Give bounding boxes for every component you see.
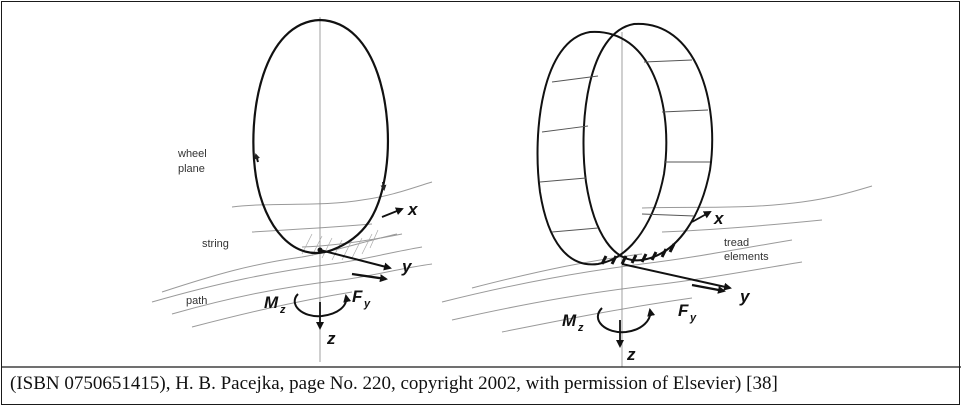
right-fy-sub: y [689, 312, 697, 324]
left-z-label: z [326, 329, 336, 348]
right-tread-hatch [540, 60, 710, 232]
right-wheel-front-ring [538, 32, 667, 265]
label-string: string [202, 238, 229, 250]
right-road-lines [442, 186, 872, 332]
left-fy-arrow [352, 274, 386, 279]
label-plane: plane [178, 163, 205, 175]
right-z-label: z [626, 345, 636, 364]
label-path: path [186, 295, 207, 307]
label-wheel: wheel [177, 148, 207, 160]
right-mz-arrow [598, 308, 650, 332]
right-panel: x y F y z M z tread elements [442, 24, 872, 367]
left-fy-sub: y [363, 298, 371, 310]
right-x-label: x [713, 209, 725, 228]
figure-caption: (ISBN 0750651415), H. B. Pacejka, page N… [10, 373, 778, 395]
left-y-label: y [401, 257, 413, 276]
left-fy-label: F [352, 287, 363, 306]
left-panel: x y F y z M z wheel plane string path [152, 17, 432, 362]
label-elements: elements [724, 251, 769, 263]
left-wheel-contour [253, 20, 388, 253]
right-mz-sub: z [577, 322, 584, 334]
right-y-arrow [622, 264, 730, 288]
right-wheel-rear-ring [584, 24, 713, 260]
label-tread: tread [724, 237, 749, 249]
right-y-label: y [739, 287, 751, 306]
left-mz-label: M [264, 293, 279, 312]
right-mz-label: M [562, 311, 577, 330]
left-x-label: x [407, 200, 419, 219]
left-mz-sub: z [279, 304, 286, 316]
left-x-arrow [382, 209, 402, 217]
right-fy-label: F [678, 301, 689, 320]
